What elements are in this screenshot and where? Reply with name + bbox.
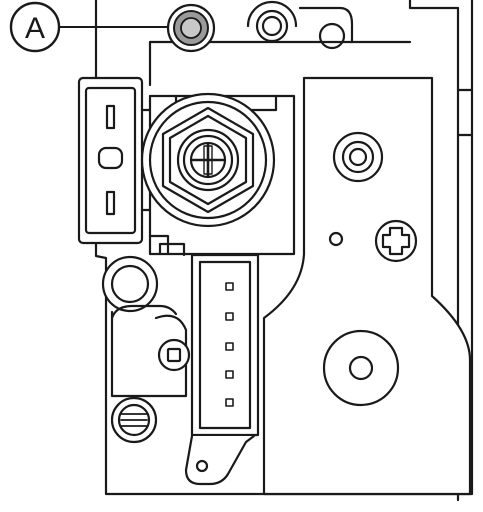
top-fittings — [246, 0, 354, 50]
terminal-connector — [158, 242, 260, 437]
terminal-pin-2 — [225, 312, 234, 321]
callout-a: A — [9, 1, 169, 53]
spade-terminal — [184, 434, 256, 486]
callout-a-circle — [9, 1, 61, 53]
regulator-block — [140, 92, 296, 256]
left-connector — [77, 76, 152, 245]
terminal-pin-5 — [225, 398, 234, 407]
solenoid-plate — [262, 76, 472, 496]
terminal-pin-1 — [225, 282, 234, 291]
callout-a-label: A — [25, 12, 45, 45]
test-port-nipple — [166, 3, 216, 53]
terminal-pin-3 — [225, 342, 234, 351]
terminal-pin-4 — [225, 370, 234, 379]
lower-left-fittings — [101, 255, 191, 444]
